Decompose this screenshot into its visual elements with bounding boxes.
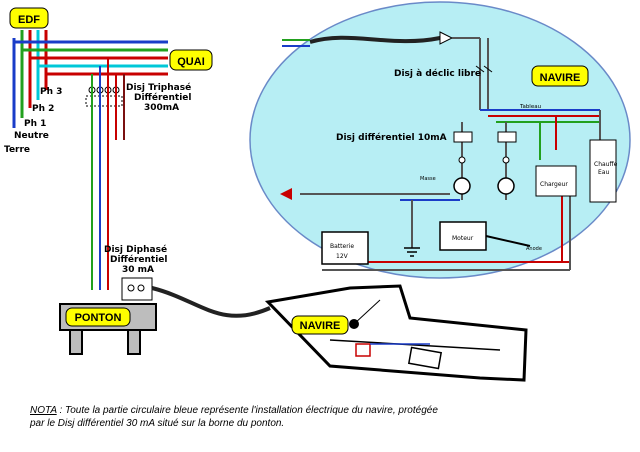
diphase-label-3: 30 mA xyxy=(122,265,154,275)
nota-line-2: par le Disj différentiel 30 mA situé sur… xyxy=(29,418,284,429)
svg-text:EDF: EDF xyxy=(18,14,40,26)
batterie-label-2: 12V xyxy=(336,253,349,260)
triphase-label-2: Différentiel xyxy=(134,92,191,103)
svg-text:NAVIRE: NAVIRE xyxy=(540,72,581,84)
boat-deck-line xyxy=(329,339,501,351)
svg-text:PONTON: PONTON xyxy=(75,312,122,324)
diphase-breaker xyxy=(127,284,145,292)
triphase-label-3: 300mA xyxy=(144,103,179,113)
propeller-shaft xyxy=(485,235,531,247)
ponton-leg-right xyxy=(127,329,141,355)
boat-battery-icon xyxy=(355,343,371,357)
label-terre: Terre xyxy=(4,145,30,155)
triphase-label-1: Disj Triphasé xyxy=(126,82,191,93)
ground-icon xyxy=(404,247,420,257)
chauffe-eau-box xyxy=(589,139,617,203)
disj-declic-label: Disj à déclic libre xyxy=(394,68,481,79)
battery-box xyxy=(321,231,369,265)
chauffe-label-2: Eau xyxy=(598,169,609,176)
shore-cable-to-ship xyxy=(309,35,441,44)
masse-label: Masse xyxy=(420,176,436,182)
nota-line-1: NOTA : Toute la partie circulaire bleue … xyxy=(30,405,438,416)
ponton-tag: PONTON xyxy=(65,307,131,327)
diphase-label-2: Différentiel xyxy=(110,254,167,265)
disj-diff-label: Disj différentiel 10mA xyxy=(336,132,447,143)
chauffe-label-1: Chauffe xyxy=(594,161,618,168)
svg-text:QUAI: QUAI xyxy=(177,56,205,68)
navire-boat-tag: NAVIRE xyxy=(291,315,349,335)
diphase-label-1: Disj Diphasé xyxy=(104,244,167,255)
label-neutre: Neutre xyxy=(14,131,49,141)
diff-10ma-breakers xyxy=(453,131,517,164)
ship-entry-lines xyxy=(282,39,310,47)
chargeur-box xyxy=(535,165,577,197)
declic-breaker xyxy=(475,65,493,73)
shore-cable xyxy=(151,286,271,318)
plug-icon xyxy=(439,31,454,45)
socket-icons xyxy=(453,177,515,195)
moteur-label: Moteur xyxy=(452,235,474,242)
svg-text:NAVIRE: NAVIRE xyxy=(300,320,341,332)
label-ph2: Ph 2 xyxy=(32,104,54,114)
navire-tag: NAVIRE xyxy=(531,65,589,87)
anode-label: Anode xyxy=(526,246,542,252)
ponton-feed-lines xyxy=(91,58,125,290)
diphase-breaker-box xyxy=(121,277,153,301)
dc-arrow-icon xyxy=(280,188,292,200)
chargeur-label: Chargeur xyxy=(540,181,568,188)
label-ph3: Ph 3 xyxy=(40,87,62,97)
callout-line xyxy=(353,299,381,325)
label-ph1: Ph 1 xyxy=(24,119,46,129)
edf-tag: EDF xyxy=(9,7,49,29)
quai-tag: QUAI xyxy=(169,49,213,71)
ponton-leg-left xyxy=(69,329,83,355)
boat-hull xyxy=(264,284,528,382)
boat-engine-icon xyxy=(407,346,443,370)
batterie-label-1: Batterie xyxy=(330,243,354,250)
tableau-label: Tableau xyxy=(519,104,541,110)
